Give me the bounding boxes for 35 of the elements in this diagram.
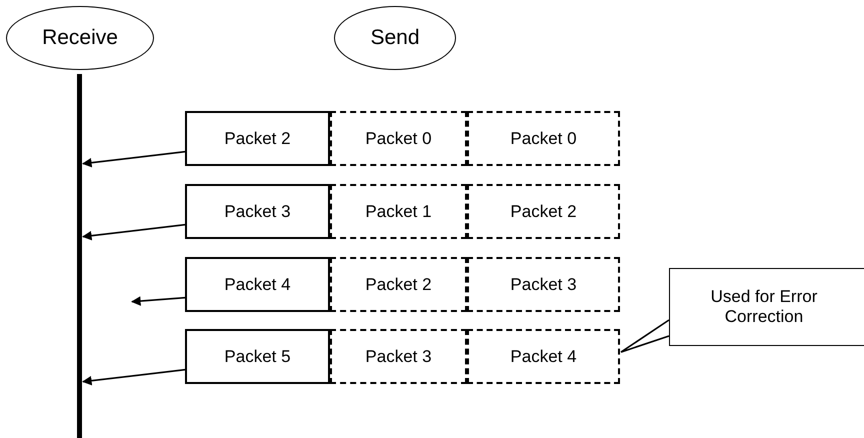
packet-label: Packet 0 (365, 128, 432, 148)
arrow (131, 296, 186, 306)
participant-ellipse (6, 6, 154, 70)
packet-label: Packet 3 (224, 202, 291, 222)
redundant-packet-box (467, 111, 620, 166)
arrow (82, 224, 186, 240)
participant-ellipse (334, 6, 456, 70)
redundant-packet-box (467, 329, 620, 384)
redundant-packet-box (330, 257, 467, 312)
callout-box (669, 268, 864, 346)
redundant-packet-box (330, 329, 467, 384)
lifeline (77, 74, 82, 438)
packet-label: Packet 3 (510, 274, 577, 294)
redundant-packet-box (330, 184, 467, 239)
redundant-packet-box (330, 111, 467, 166)
packet-label: Packet 5 (224, 346, 291, 366)
packet-label: Packet 3 (365, 346, 432, 366)
packet-label: Packet 2 (510, 202, 577, 222)
packet-label: Packet 4 (510, 346, 577, 366)
arrow (82, 150, 186, 168)
packet-box (185, 111, 330, 166)
participant-label: Receive (42, 26, 118, 50)
packet-box (185, 184, 330, 239)
redundant-packet-box (467, 257, 620, 312)
arrow (82, 368, 186, 386)
packet-label: Packet 0 (510, 128, 577, 148)
packet-label: Packet 2 (365, 274, 432, 294)
packet-box (185, 257, 330, 312)
redundant-packet-box (467, 184, 620, 239)
packet-label: Packet 2 (224, 128, 291, 148)
callout-text: Used for Error Correction (710, 287, 818, 327)
packet-label: Packet 1 (365, 202, 432, 222)
participant-label: Send (370, 26, 420, 50)
packet-label: Packet 4 (224, 274, 291, 294)
packet-box (185, 329, 330, 384)
